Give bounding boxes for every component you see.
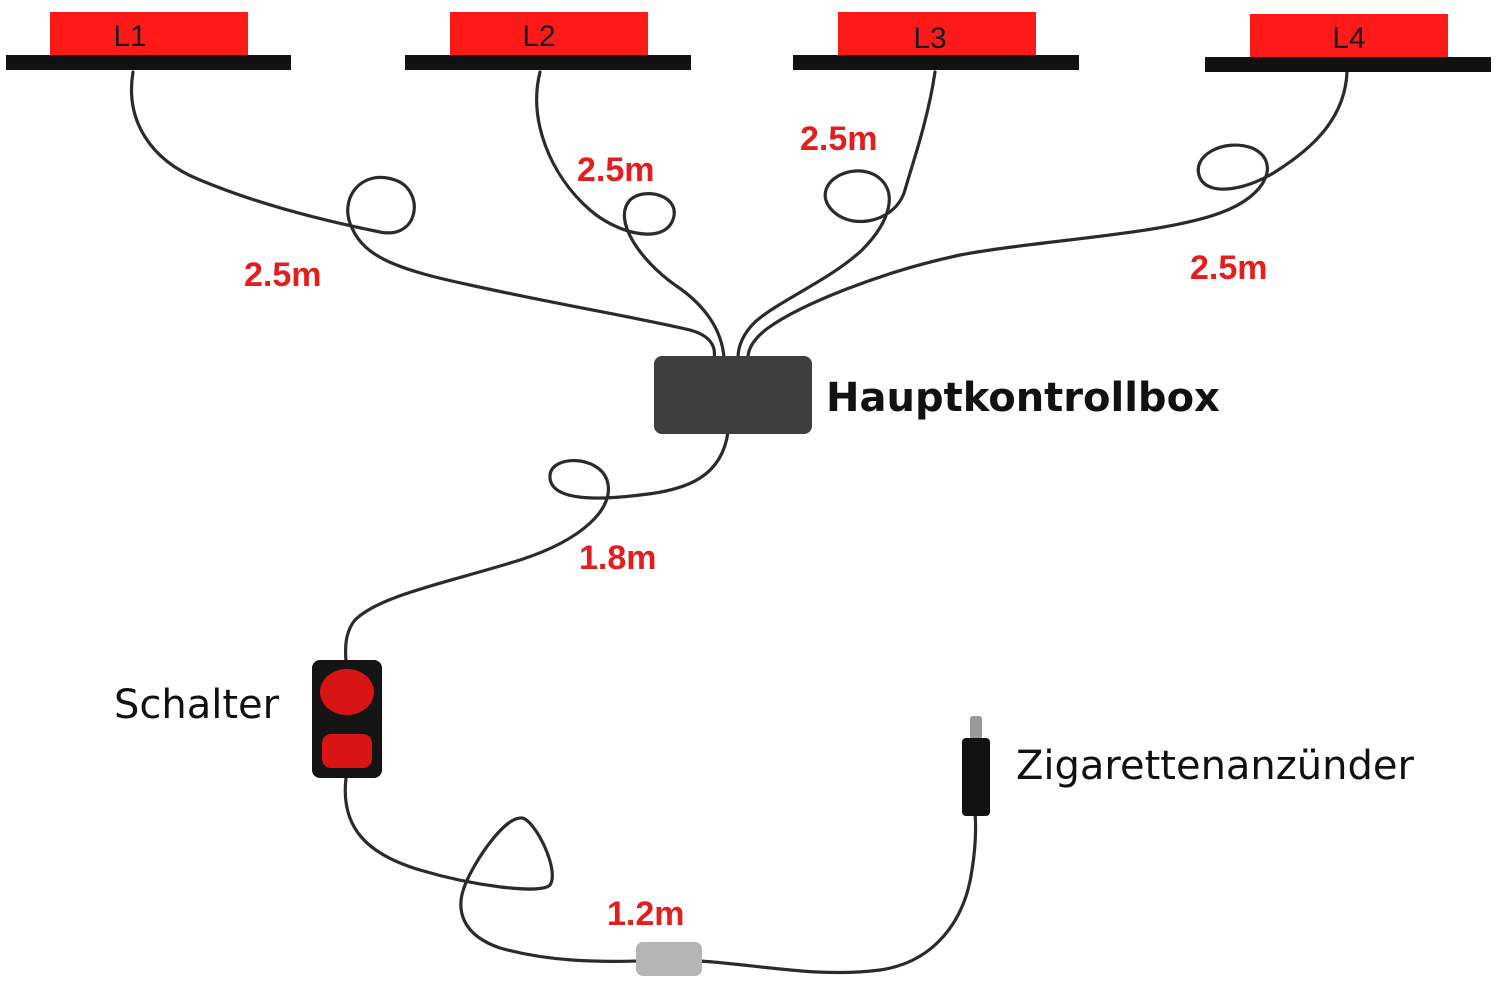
wire-l4 [746, 70, 1349, 360]
lamp-l4-label: L4 [1332, 22, 1365, 55]
wire-l1 [130, 70, 717, 360]
lamp-l1-light [50, 12, 248, 58]
switch-round-button [320, 669, 374, 715]
lamp-l3: L3 [793, 12, 1079, 70]
lamp-l1-base [6, 55, 291, 70]
lamp-l2-base [405, 55, 691, 70]
inline-connector [636, 942, 702, 976]
lamp-l1-label: L1 [113, 20, 146, 53]
lamp-l2-light [450, 12, 648, 58]
cigarette-lighter-plug [962, 716, 990, 816]
wire-box-to-switch [343, 430, 730, 664]
lamp-l4-light [1250, 14, 1448, 60]
wire-connector-to-plug [698, 810, 978, 975]
wire-l3 [736, 70, 937, 360]
main-control-box [654, 356, 812, 434]
plug-tip [970, 716, 982, 742]
switch-label: Schalter [114, 682, 280, 728]
lamp-l4-base [1205, 57, 1491, 72]
cable-length-switch-to-plug: 1.2m [607, 895, 685, 933]
wire-l2 [535, 70, 726, 360]
plug-label: Zigarettenanzünder [1016, 743, 1414, 789]
plug-body [962, 738, 990, 816]
wire-switch-to-connector [343, 776, 640, 963]
cable-length-box-to-switch: 1.8m [579, 539, 657, 577]
cable-length-l1: 2.5m [244, 256, 322, 294]
cable-length-l2: 2.5m [577, 151, 655, 189]
switch-rect-button [322, 734, 372, 768]
lamp-l2: L2 [405, 12, 691, 70]
cable-length-l4: 2.5m [1190, 249, 1268, 287]
lamp-l3-base [793, 55, 1079, 70]
lamp-l3-label: L3 [913, 22, 946, 55]
wires [130, 70, 1349, 975]
lamp-l1: L1 [6, 12, 291, 70]
switch [312, 660, 382, 778]
cable-length-l3: 2.5m [800, 120, 878, 158]
main-control-box-label: Hauptkontrollbox [826, 375, 1220, 421]
lamp-l4: L4 [1205, 14, 1491, 72]
lamp-l3-light [838, 12, 1036, 58]
lamp-l2-label: L2 [522, 20, 555, 53]
